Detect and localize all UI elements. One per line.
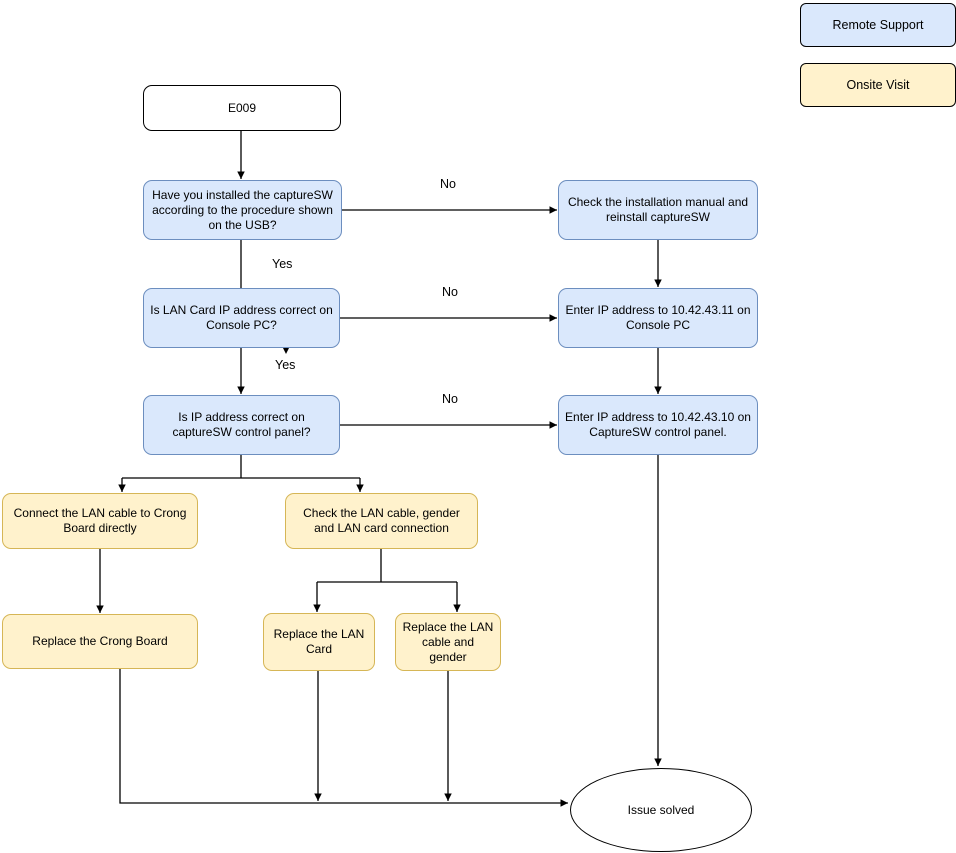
- node-issue-solved: Issue solved: [570, 768, 752, 852]
- node-enter-ip-console-pc-label: Enter IP address to 10.42.43.11 on Conso…: [565, 303, 751, 332]
- node-issue-solved-label: Issue solved: [627, 803, 695, 817]
- node-replace-lan-cable-gender-label: Replace the LAN cable and gender: [402, 619, 494, 664]
- node-check-lan-cable-gender-label: Check the LAN cable, gender and LAN card…: [303, 506, 460, 535]
- arrow-replace-crong-to-issue-solved: [119, 669, 568, 807]
- edge-label-no-lan-ip: No: [442, 285, 458, 299]
- node-question-installed-capturesw-label: Have you installed the captureSW accordi…: [152, 187, 333, 232]
- node-replace-lan-card-label: Replace the LAN Card: [273, 627, 365, 656]
- node-enter-ip-console-pc: Enter IP address to 10.42.43.11 on Conso…: [558, 288, 758, 348]
- edge-label-yes-installed: Yes: [272, 257, 293, 271]
- node-enter-ip-control-panel-label: Enter IP address to 10.42.43.10 on Captu…: [565, 410, 751, 439]
- edge-label-yes-lan-ip: Yes: [275, 358, 296, 372]
- legend-onsite-visit: Onsite Visit: [800, 63, 956, 107]
- node-replace-lan-card: Replace the LAN Card: [263, 613, 375, 671]
- node-question-lan-card-ip-label: Is LAN Card IP address correct on Consol…: [150, 303, 333, 332]
- node-question-ip-control-panel: Is IP address correct on captureSW contr…: [143, 395, 340, 455]
- node-replace-lan-cable-gender: Replace the LAN cable and gender: [395, 613, 501, 671]
- node-e009-label: E009: [227, 100, 257, 115]
- node-check-installation-manual-label: Check the installation manual and reinst…: [567, 195, 749, 224]
- node-question-ip-control-panel-label: Is IP address correct on captureSW contr…: [172, 410, 311, 439]
- node-question-installed-capturesw: Have you installed the captureSW accordi…: [143, 180, 342, 240]
- node-replace-crong-board-label: Replace the Crong Board: [32, 634, 168, 648]
- node-enter-ip-control-panel: Enter IP address to 10.42.43.10 on Captu…: [558, 395, 758, 455]
- node-connect-lan-cable-crong-label: Connect the LAN cable to Crong Board dir…: [13, 506, 187, 535]
- node-connect-lan-cable-crong: Connect the LAN cable to Crong Board dir…: [2, 493, 198, 549]
- node-check-lan-cable-gender: Check the LAN cable, gender and LAN card…: [285, 493, 478, 549]
- legend-onsite-visit-label: Onsite Visit: [846, 78, 910, 92]
- node-question-lan-card-ip: Is LAN Card IP address correct on Consol…: [143, 288, 340, 348]
- node-e009: E009: [143, 85, 341, 131]
- legend-remote-support-label: Remote Support: [832, 18, 924, 32]
- node-replace-crong-board: Replace the Crong Board: [2, 614, 198, 669]
- edge-label-no-installed: No: [440, 177, 456, 191]
- legend-remote-support: Remote Support: [800, 3, 956, 47]
- node-check-installation-manual: Check the installation manual and reinst…: [558, 180, 758, 240]
- edge-label-no-ip-panel: No: [442, 392, 458, 406]
